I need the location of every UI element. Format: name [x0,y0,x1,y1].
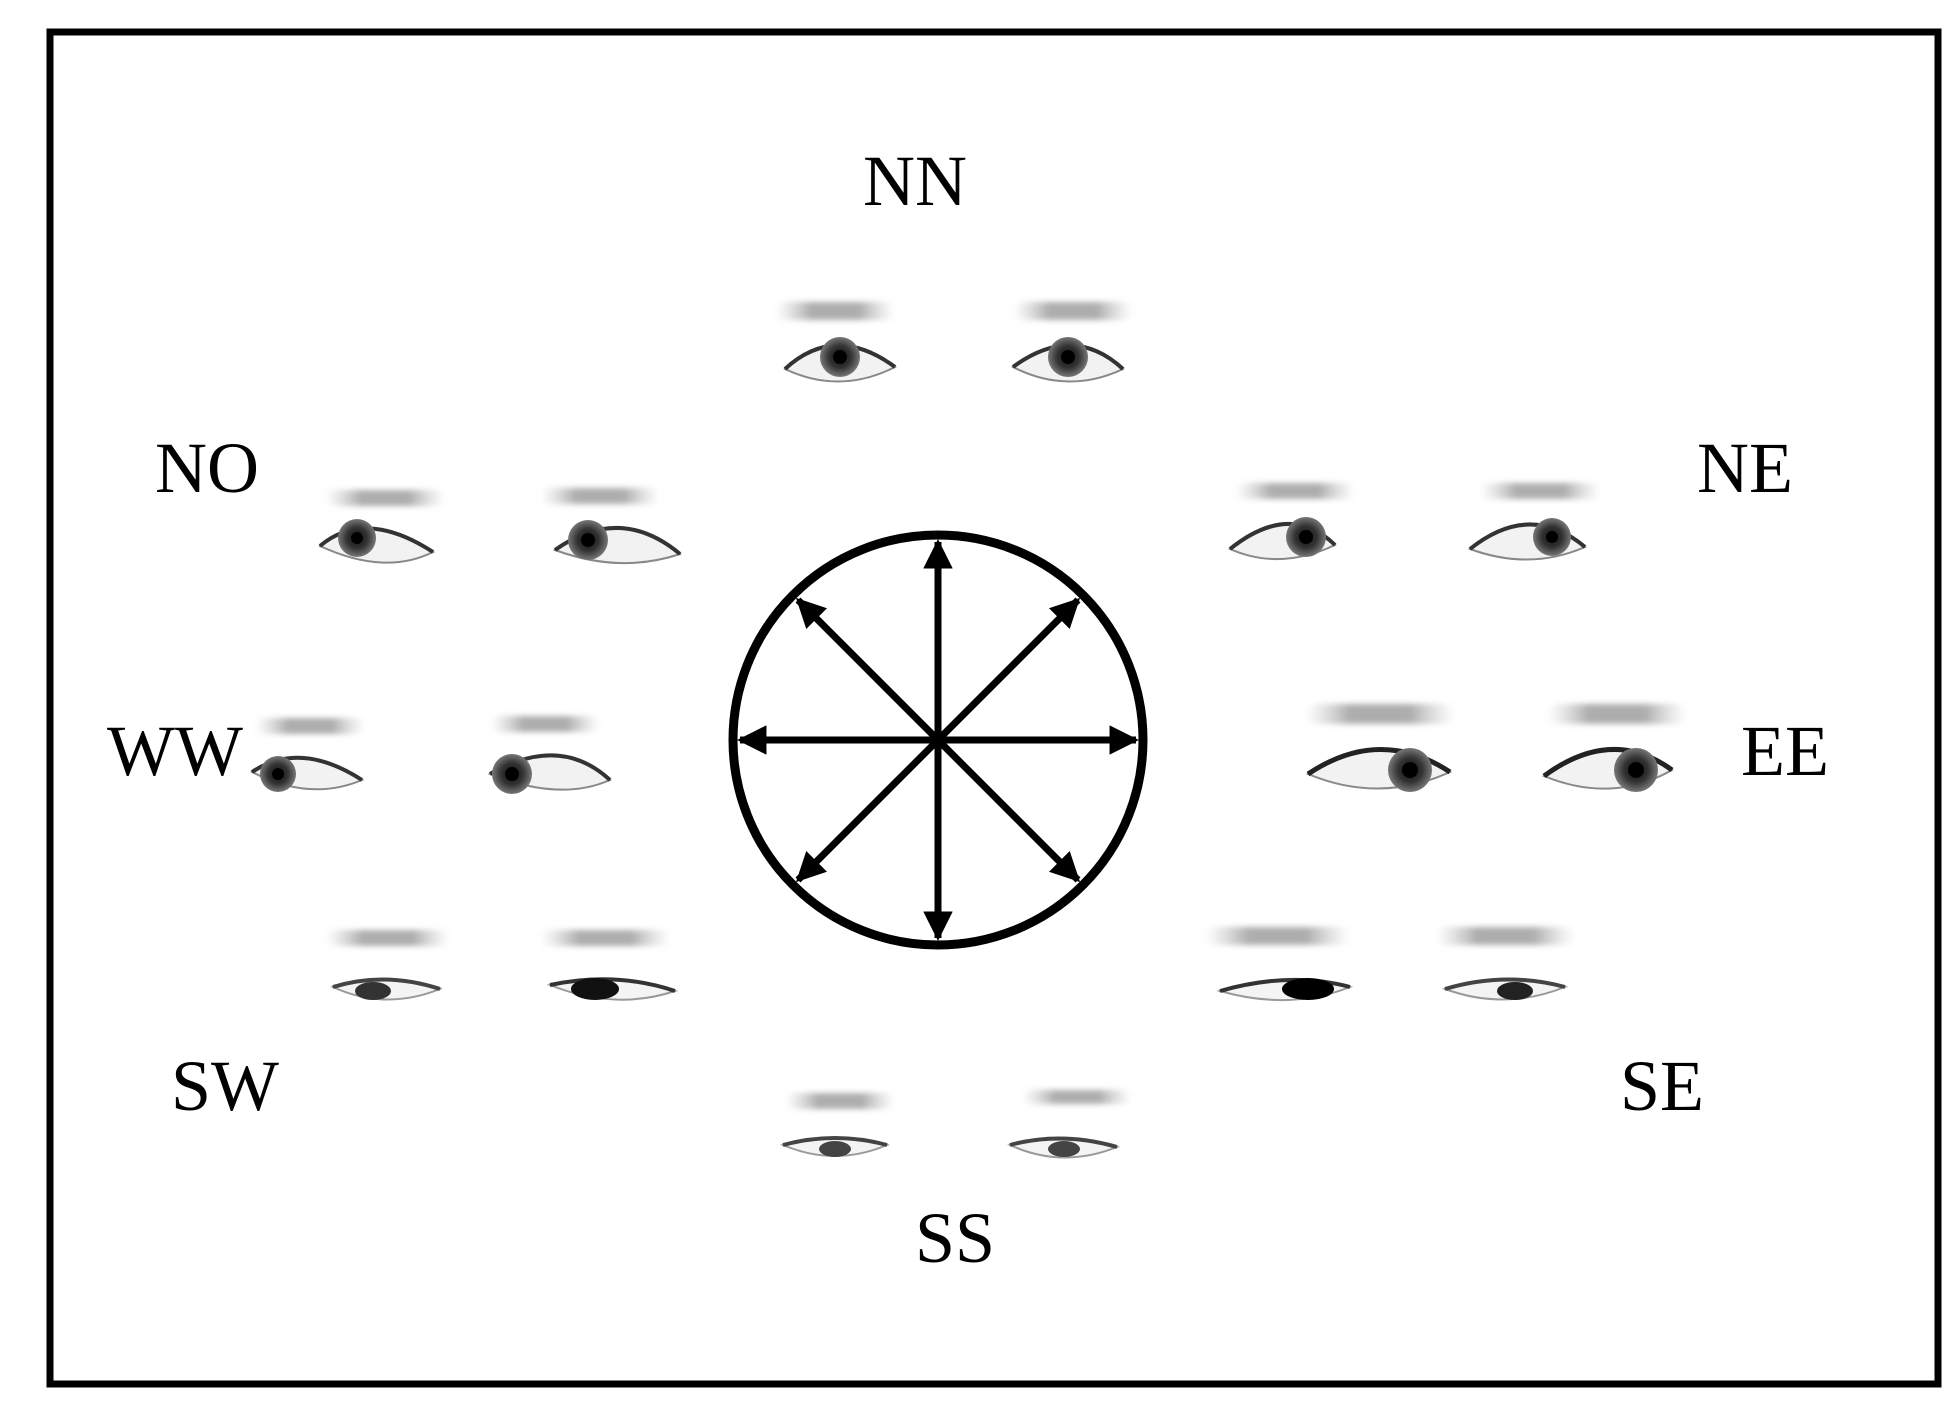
eye-right [540,488,683,565]
label-se: SE [1620,1046,1704,1126]
label-sw: SW [171,1046,279,1126]
arrow-se [935,737,1081,883]
label-ww: WW [107,711,243,791]
label-ss: SS [915,1198,995,1278]
eye-pair-ss [779,1090,1132,1159]
label-no: NO [155,428,259,508]
outer-frame [46,28,1942,1388]
arrow-ne [935,597,1081,743]
arrow-sw [795,737,941,883]
eye-left [1205,927,1354,1002]
eye-pair-sw [325,930,679,1001]
eye-pair-no [318,488,683,565]
eye-pair-ww [250,716,612,794]
eye-left [1305,704,1455,792]
eye-right [1011,302,1133,383]
label-ee: EE [1741,711,1829,791]
label-ne: NE [1697,428,1793,508]
label-nn: NN [863,141,967,221]
compass-arrows-icon [728,530,1148,950]
eye-pair-ee [1305,704,1687,792]
eye-left [318,490,445,564]
eye-left [325,930,450,1001]
eye-left [1228,483,1355,561]
eye-right [1467,483,1600,561]
eye-right [1541,704,1687,792]
eye-right [487,716,612,794]
eye-left [775,302,897,383]
eye-right [1007,1090,1132,1159]
eye-pair-se [1205,927,1575,1002]
eye-right [540,930,679,1001]
eye-pair-ne [1228,483,1600,561]
eye-right [1435,927,1575,1001]
arrow-nw [795,597,941,743]
eye-left [250,718,365,792]
eye-left [779,1093,895,1157]
compass-circle [728,530,1148,950]
eye-pair-nn [775,302,1133,383]
